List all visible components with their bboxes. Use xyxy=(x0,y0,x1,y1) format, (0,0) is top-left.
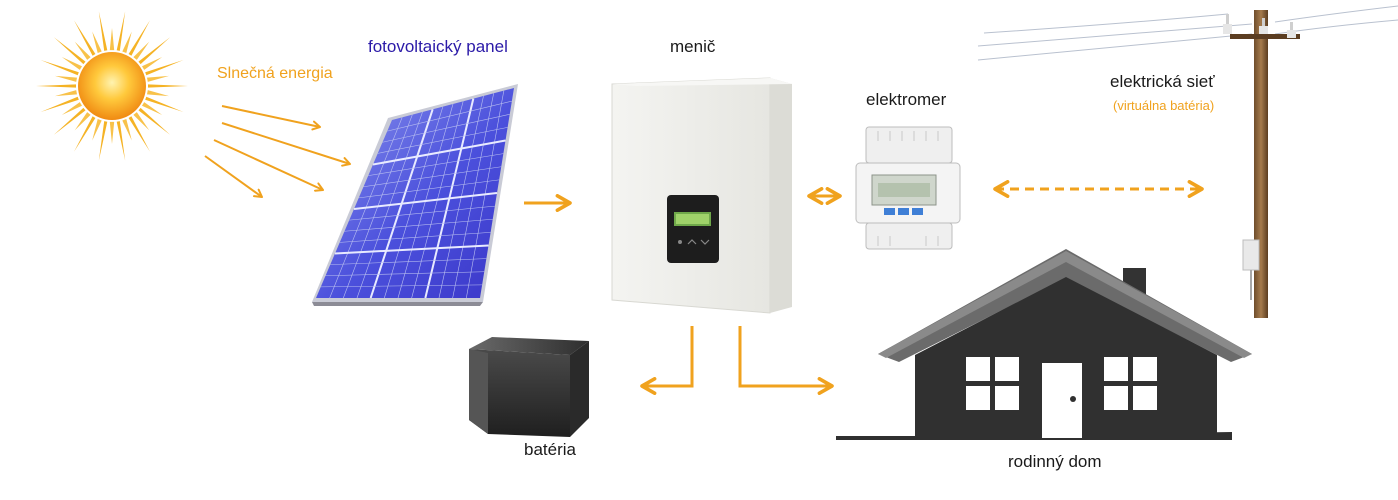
sun-ray xyxy=(128,116,150,152)
grid-note-label: (virtuálna batéria) xyxy=(1113,98,1215,113)
sun-ray xyxy=(74,112,91,131)
sun-ray xyxy=(148,84,188,88)
sun-ray xyxy=(92,119,102,141)
sun-ray xyxy=(122,119,132,141)
sun-ray xyxy=(133,112,150,131)
sun-ray xyxy=(122,31,132,53)
sun-ray xyxy=(116,11,126,51)
panel-grid-line xyxy=(363,166,502,188)
sun-ray xyxy=(147,75,170,82)
sun-ray xyxy=(133,41,150,60)
panel-grid-line xyxy=(349,205,495,221)
sun-core xyxy=(78,52,146,120)
panel-grid-line xyxy=(382,113,510,143)
panel-grid-line xyxy=(372,139,506,166)
sun-ray xyxy=(145,60,184,76)
sun-ray xyxy=(98,11,108,51)
sun-ray xyxy=(145,96,184,112)
sun-ray xyxy=(54,75,77,82)
panel-grid-line xyxy=(358,179,500,199)
sun-ray xyxy=(36,84,76,88)
sun-ray xyxy=(74,20,96,56)
sun-ray xyxy=(128,20,150,56)
sun-ray xyxy=(74,116,96,152)
house-window-left xyxy=(966,357,1019,410)
grid-label: elektrická sieť xyxy=(1110,72,1215,91)
solar-panel-icon xyxy=(312,84,518,306)
sun-ray xyxy=(142,57,163,70)
meter-label: elektromer xyxy=(866,90,947,109)
arrow-inverter-to-battery xyxy=(640,326,694,395)
sun-ray xyxy=(98,121,108,161)
panel-grid-line xyxy=(334,244,489,255)
panel-grid-line xyxy=(368,153,504,176)
house-window-right xyxy=(1104,357,1157,410)
house-label: rodinný dom xyxy=(1008,452,1102,471)
sun-ray xyxy=(138,37,171,65)
sun-ray xyxy=(53,37,86,65)
sun-icon xyxy=(36,11,188,161)
sun-ray xyxy=(109,121,115,144)
sun-ray xyxy=(116,121,126,161)
sun-ray xyxy=(61,57,82,70)
sun-ray xyxy=(109,28,115,51)
sun-rays xyxy=(204,105,351,198)
pv-panel-label: fotovoltaický panel xyxy=(368,37,508,56)
sun-ray xyxy=(40,60,79,76)
panel-grid-line xyxy=(339,232,491,243)
sun-ray xyxy=(61,102,82,115)
sun-energy-label: Slnečná energia xyxy=(217,65,333,82)
battery-icon xyxy=(469,337,589,437)
sun-ray xyxy=(142,102,163,115)
panel-grid-line xyxy=(344,218,493,232)
battery-label: batéria xyxy=(524,440,576,459)
sun-ray xyxy=(53,107,86,135)
inverter-display-panel xyxy=(667,195,719,263)
arrow-inverter-to-house xyxy=(738,326,834,395)
electricity-meter-icon xyxy=(855,126,961,250)
sun-ray xyxy=(138,107,171,135)
panel-grid-line xyxy=(325,271,485,277)
inverter-icon xyxy=(611,77,792,314)
panel-grid-line xyxy=(320,284,483,288)
sun-ray xyxy=(40,96,79,112)
panel-grid-line xyxy=(387,100,512,132)
sun-ray xyxy=(54,90,77,97)
sun-ray xyxy=(74,41,91,60)
utility-pole-icon xyxy=(977,5,1398,318)
panel-grid-line xyxy=(377,127,508,154)
house-door xyxy=(1042,363,1082,438)
sun-ray xyxy=(147,90,170,97)
house-icon xyxy=(836,249,1252,440)
inverter-label: menič xyxy=(670,37,716,56)
panel-grid-line xyxy=(353,192,498,210)
panel-grid-line xyxy=(330,258,487,265)
sun-ray xyxy=(92,31,102,53)
